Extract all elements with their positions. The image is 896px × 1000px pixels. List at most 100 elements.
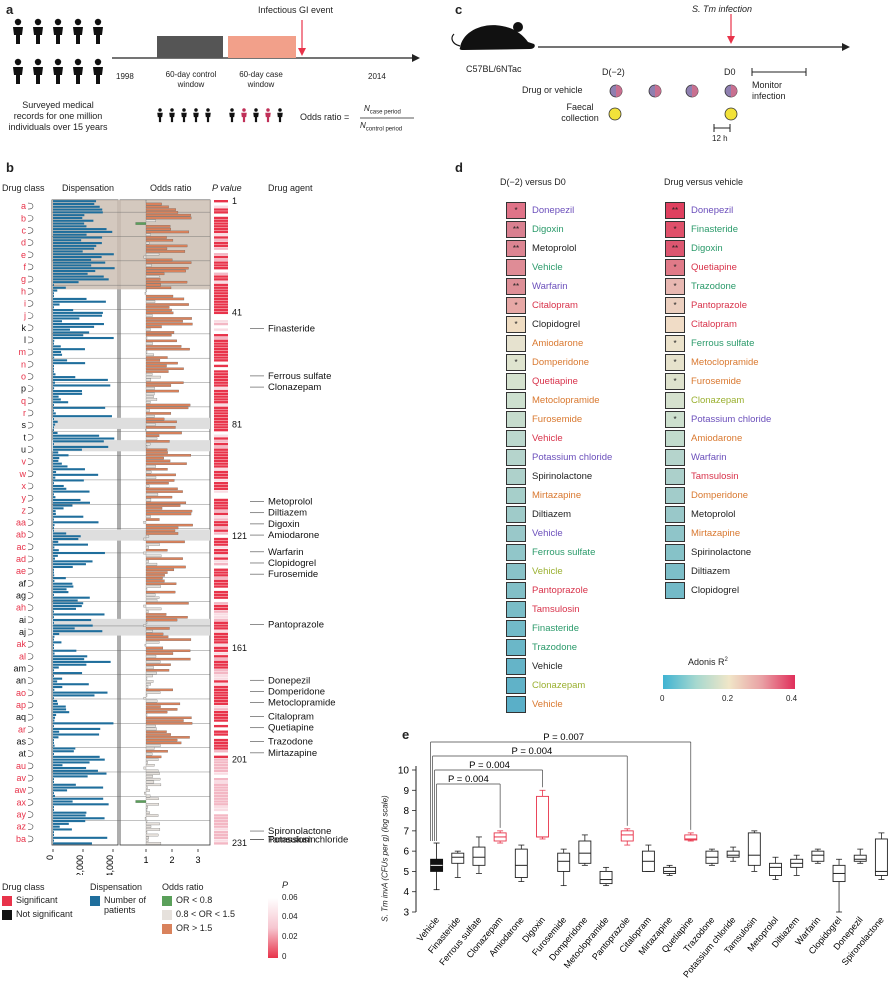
dispensation-bar [53,496,56,499]
heatmap-drug-label: Tamsulosin [532,603,580,615]
heatmap-cell [506,258,526,276]
drug-agent-label: Donepezil [268,675,310,686]
odds-ratio-bar [145,219,156,223]
drug-dose-icon [609,84,623,98]
odds-ratio-bar [145,683,151,686]
p-value-cell [214,819,228,823]
year-end: 2014 [368,72,386,81]
odds-ratio-bar [145,736,190,739]
p-value-cell [214,733,228,736]
p-value-cell [214,523,228,527]
box-plot-item [726,846,740,862]
heatmap-drug-label: Warfarin [532,280,568,292]
drug-class-label: z [22,505,27,515]
class-bracket [27,531,34,538]
heatmap-cell [506,391,526,409]
p-value-cell [214,292,228,295]
dispensation-bar [53,685,63,689]
box-plot-item [790,854,804,876]
class-bracket [27,300,34,307]
odds-ratio-bar [145,616,188,619]
dispensation-bar [53,261,106,264]
y-tick-label: 3 [403,908,409,919]
odds-ratio-bar [145,596,160,599]
heatmap-drug-label: Metoprolol [532,242,577,254]
class-bracket [27,677,34,685]
person-icon [13,58,23,84]
odds-ratio-bar [145,565,186,569]
odds-ratio-bar [145,272,165,276]
odds-ratio-bar [145,244,188,248]
odds-ratio-bar [145,613,167,616]
heatmap-drug-label: Vehicle [532,432,563,444]
p-value-cell [214,825,228,828]
p-value-cell [214,557,228,560]
odds-ratio-bar [145,356,168,359]
p-value-cell [214,233,228,236]
odds-ratio-bar [145,571,168,574]
p-value-cell [214,504,228,507]
dispensation-bar [53,702,58,705]
class-bracket [27,701,34,709]
odds-ratio-bar [145,769,159,773]
dispensation-bar [53,540,59,543]
person-icon [33,58,43,84]
p-value-cell [214,289,228,292]
p-value-cell [214,440,228,443]
odds-ratio-bar [145,842,162,845]
heatmap-row: Vehicle [506,429,563,447]
odds-ratio-bar [145,395,154,398]
odds-ratio-bar [145,833,159,837]
p-value-cell [214,297,228,301]
person-icon [93,58,103,84]
odds-ratio-bar [145,266,189,270]
p-value-cell [214,200,228,203]
drug-class-label: b [21,213,26,223]
or-tick: 1 [143,855,148,865]
heatmap-cell: ** [506,277,526,295]
p-value-cell [214,616,228,619]
drug-class-label: ab [16,530,26,540]
odds-ratio-bar [145,389,179,393]
dispensation-bar [53,403,54,407]
section-stripe [52,529,210,541]
dispensation-bar [53,747,76,750]
heatmap-cell [665,467,685,485]
drug-class-label: ae [16,566,26,576]
dispensation-bar [53,602,84,605]
p-value-cell [214,247,228,250]
odds-ratio-bar [145,381,184,384]
odds-numerator: Ncase period [364,104,401,116]
legend-or-low: OR < 0.8 [176,895,213,905]
odds-ratio-bar [143,604,147,608]
odds-ratio-bar [145,392,155,396]
dispensation-bar [53,378,108,381]
heatmap-row: Mirtazapine [506,486,581,504]
dispensation-bar [53,426,54,429]
p-value-cell [214,459,228,463]
odds-ratio-bar [145,574,165,577]
odds-ratio-bar [145,730,167,733]
odds-ratio-bar [145,694,148,697]
dispensation-bar [53,621,54,624]
heatmap-drug-label: Mirtazapine [532,489,582,501]
heatmap-cell [506,638,526,656]
odds-ratio-bar [145,227,171,231]
heatmap-cell [665,486,685,504]
dispensation-bar [53,526,54,529]
p-value-cell [214,230,228,234]
p-value-cell [214,308,228,312]
odds-ratio-bar [145,557,183,560]
dispensation-bar [53,641,62,644]
dispensation-bar [53,680,58,683]
legend-p-tick-0: 0.06 [282,893,298,902]
p-value-cell [214,403,228,407]
heatmap-cell: * [506,296,526,314]
p-value-cell [214,322,228,326]
drug-agent-label: Finasteride [268,323,315,334]
drug-class-label: ay [16,810,26,820]
class-bracket [27,835,34,843]
p-value-cell [214,456,228,460]
odds-ratio-bar [145,660,161,664]
p-value-cell [214,669,228,672]
